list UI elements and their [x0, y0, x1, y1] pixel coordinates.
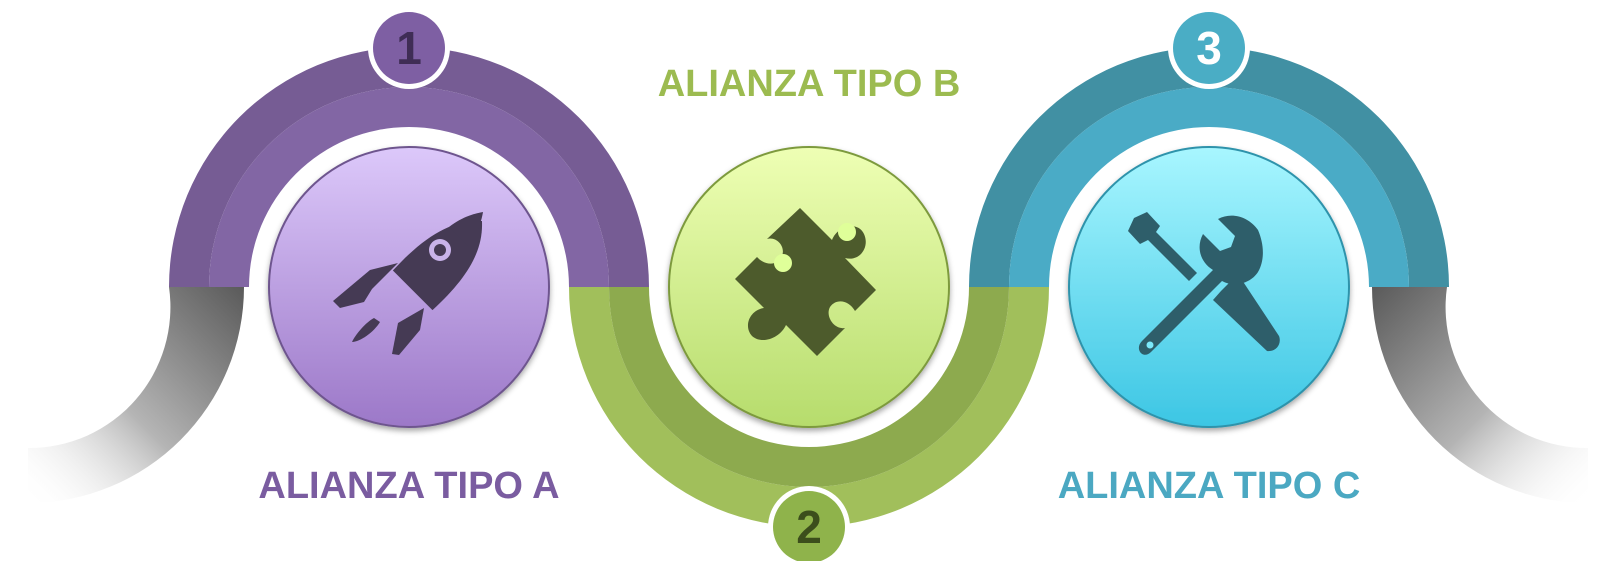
step-1-number: 1	[396, 22, 422, 74]
rocket-icon	[333, 212, 483, 355]
tools-icon	[1128, 212, 1280, 355]
step-1-badge: 1	[368, 7, 450, 89]
step-2-number: 2	[796, 501, 822, 553]
step-2-arch	[569, 287, 1049, 527]
puzzle-piece-icon	[735, 208, 876, 356]
step-1-disc	[268, 146, 550, 428]
right-gray-connector	[1372, 287, 1588, 503]
step-2-badge: 2	[768, 486, 850, 561]
step-1-label: ALIANZA TIPO A	[258, 465, 559, 507]
step-3-badge: 3	[1168, 7, 1250, 89]
left-gray-connector	[28, 287, 244, 503]
step-2-label: ALIANZA TIPO B	[658, 63, 961, 105]
step-3-number: 3	[1196, 22, 1222, 74]
step-3-label: ALIANZA TIPO C	[1058, 465, 1361, 507]
step-3-arch	[969, 47, 1449, 287]
step-1-arch	[169, 47, 649, 287]
